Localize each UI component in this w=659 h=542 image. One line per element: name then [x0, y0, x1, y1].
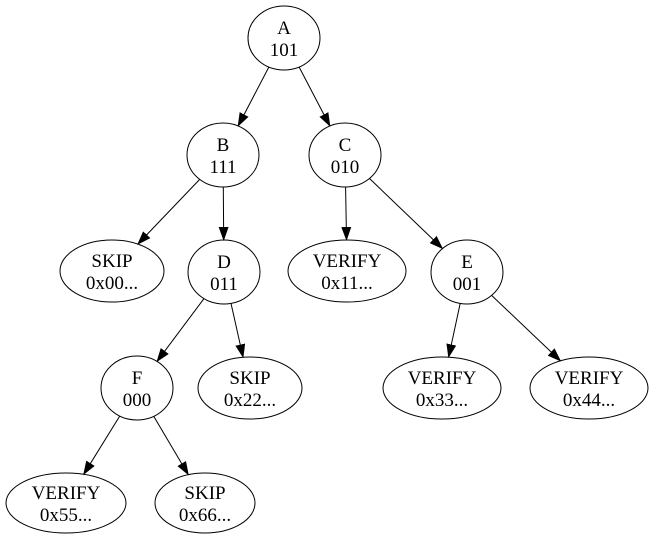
edge-E-to-VERIFY-0x33	[446, 303, 461, 359]
node-D-label-line2: 011	[210, 274, 238, 295]
node-E-label-line2: 001	[453, 274, 482, 295]
node-VERIFY-0x11-ellipse-outline	[287, 239, 407, 303]
edge-B-to-SKIP-0x00	[137, 179, 201, 245]
node-SKIP-0x00-label-line1: SKIP	[91, 251, 132, 272]
edge-D-to-F	[156, 298, 205, 363]
node-E-label-line1: E	[461, 252, 473, 273]
node-C-label-line2: 010	[331, 157, 360, 178]
node-VERIFY-0x44-ellipse-outline	[529, 356, 649, 420]
node-SKIP-0x66-label-line2: 0x66...	[179, 505, 231, 526]
node-VERIFY-0x44-label-line1: VERIFY	[555, 368, 624, 389]
node-VERIFY-0x55-label-line2: 0x55...	[40, 505, 92, 526]
node-VERIFY-0x33-ellipse-outline	[382, 356, 502, 420]
node-F-label-line1: F	[132, 368, 143, 389]
node-C-label-line1: C	[339, 135, 352, 156]
node-B-label-line2: 111	[209, 157, 236, 178]
node-VERIFY-0x33-label-line2: 0x33...	[416, 390, 468, 411]
node-SKIP-0x66-ellipse-outline	[154, 472, 256, 534]
node-B-circle-outline	[186, 122, 260, 188]
node-D-circle-outline	[187, 239, 261, 305]
node-SKIP-0x22-label-line1: SKIP	[229, 368, 270, 389]
node-VERIFY-0x33-label-line1: VERIFY	[408, 368, 477, 389]
node-F-label-line2: 000	[123, 390, 152, 411]
node-C-circle-outline	[308, 122, 382, 188]
node-A-circle-outline	[247, 5, 321, 71]
node-E-circle-outline	[430, 239, 504, 305]
edge-D-to-SKIP-0x22	[230, 303, 246, 359]
node-A-label-line1: A	[277, 18, 291, 39]
edge-C-to-VERIFY-0x11	[341, 186, 352, 241]
node-SKIP-0x22-ellipse-outline	[197, 356, 303, 420]
node-VERIFY-0x11-label-line1: VERIFY	[313, 251, 382, 272]
edge-F-to-SKIP-0x66	[153, 416, 189, 476]
edge-A-to-B	[237, 66, 270, 127]
node-SKIP-0x66-label-line1: SKIP	[184, 483, 225, 504]
node-VERIFY-0x44-label-line2: 0x44...	[563, 390, 615, 411]
node-VERIFY-0x55-ellipse-outline	[5, 472, 127, 534]
node-VERIFY-0x55-label-line1: VERIFY	[32, 483, 101, 504]
edge-E-to-VERIFY-0x44	[491, 295, 562, 362]
node-SKIP-0x22-label-line2: 0x22...	[224, 390, 276, 411]
edge-F-to-VERIFY-0x55	[83, 415, 121, 476]
node-A-label-line2: 101	[270, 40, 299, 61]
edge-A-to-C	[298, 66, 331, 127]
node-SKIP-0x00-ellipse-outline	[59, 239, 165, 303]
edge-C-to-E	[369, 178, 444, 250]
node-F-circle-outline	[100, 355, 174, 421]
node-VERIFY-0x11-label-line2: 0x11...	[321, 273, 373, 294]
node-SKIP-0x00-label-line2: 0x00...	[86, 273, 138, 294]
node-B-label-line1: B	[217, 135, 230, 156]
node-D-label-line1: D	[217, 252, 231, 273]
